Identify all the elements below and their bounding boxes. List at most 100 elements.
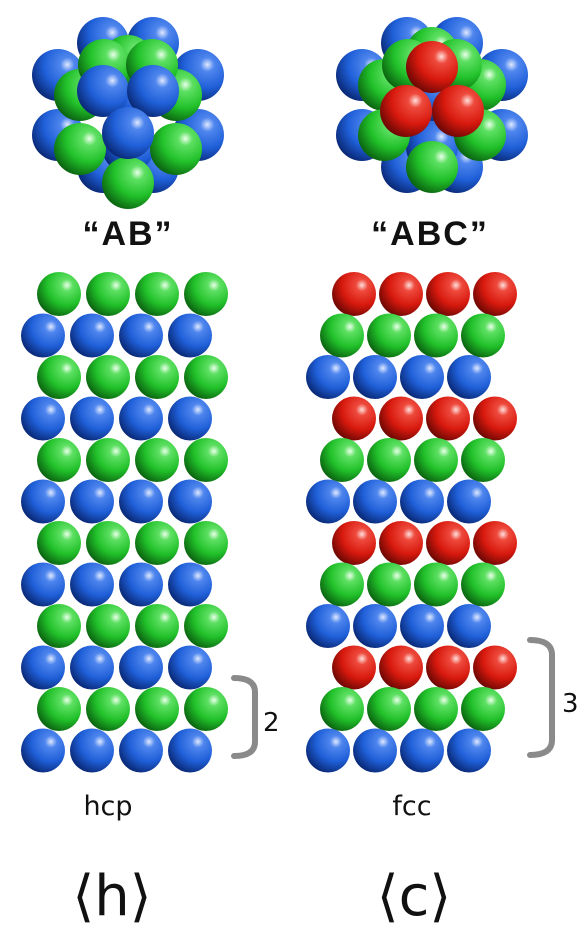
hcp-atom-blue xyxy=(168,729,212,773)
abc-atom-red xyxy=(432,85,484,137)
fcc-repeat-count: 3 xyxy=(562,689,579,719)
hcp-notation: ⟨h⟩ xyxy=(72,864,151,929)
fcc-atom-green xyxy=(414,314,458,358)
hcp-atom-blue xyxy=(168,563,212,607)
fcc-atom-red xyxy=(426,272,470,316)
abc-label: “ABC” xyxy=(371,215,489,253)
hcp-atom-green xyxy=(184,521,228,565)
fcc-atom-blue xyxy=(400,355,444,399)
hcp-atom-green xyxy=(86,687,130,731)
hcp-atom-green xyxy=(37,687,81,731)
hcp-label: hcp xyxy=(83,791,132,822)
fcc-atom-blue xyxy=(400,480,444,524)
hcp-atom-green xyxy=(184,687,228,731)
hcp-atom-blue xyxy=(168,646,212,690)
hcp-atom-blue xyxy=(21,729,65,773)
fcc-notation: ⟨c⟩ xyxy=(377,864,451,929)
hcp-atom-blue xyxy=(21,563,65,607)
fcc-atom-green xyxy=(414,563,458,607)
fcc-atom-red xyxy=(332,521,376,565)
hcp-atom-green xyxy=(37,604,81,648)
hcp-atom-green xyxy=(86,521,130,565)
ab-atom-green xyxy=(54,123,106,175)
fcc-atom-red xyxy=(473,521,517,565)
fcc-atom-red xyxy=(379,521,423,565)
hcp-atom-blue xyxy=(70,314,114,358)
hcp-atom-green xyxy=(184,272,228,316)
hcp-atom-blue xyxy=(21,480,65,524)
fcc-atom-green xyxy=(367,314,411,358)
hcp-atom-blue xyxy=(119,314,163,358)
fcc-atom-blue xyxy=(400,729,444,773)
ab-atom-green xyxy=(150,123,202,175)
hcp-atom-green xyxy=(184,438,228,482)
fcc-repeat-bracket xyxy=(530,640,552,755)
hcp-stack xyxy=(21,272,228,773)
hcp-atom-blue xyxy=(70,397,114,441)
hcp-atom-green xyxy=(86,355,130,399)
fcc-atom-green xyxy=(461,563,505,607)
hcp-repeat-count: 2 xyxy=(263,708,280,738)
hcp-atom-green xyxy=(86,438,130,482)
fcc-atom-blue xyxy=(353,729,397,773)
fcc-atom-blue xyxy=(447,480,491,524)
hcp-atom-green xyxy=(135,687,179,731)
fcc-atom-green xyxy=(461,687,505,731)
fcc-atom-blue xyxy=(447,729,491,773)
hcp-atom-blue xyxy=(119,729,163,773)
hcp-atom-green xyxy=(135,272,179,316)
hcp-atom-blue xyxy=(70,646,114,690)
hcp-atom-green xyxy=(135,355,179,399)
hcp-atom-green xyxy=(135,604,179,648)
fcc-atom-blue xyxy=(306,355,350,399)
fcc-atom-red xyxy=(426,646,470,690)
hcp-atom-blue xyxy=(119,563,163,607)
hcp-atom-green xyxy=(37,438,81,482)
abc-atom-red xyxy=(380,85,432,137)
fcc-atom-green xyxy=(367,687,411,731)
ab-atom-green xyxy=(102,157,154,209)
fcc-atom-red xyxy=(473,646,517,690)
fcc-atom-blue xyxy=(353,480,397,524)
fcc-atom-blue xyxy=(447,355,491,399)
fcc-atom-blue xyxy=(447,604,491,648)
fcc-atom-green xyxy=(367,438,411,482)
fcc-atom-green xyxy=(320,687,364,731)
fcc-atom-blue xyxy=(353,604,397,648)
hcp-atom-blue xyxy=(70,563,114,607)
fcc-label: fcc xyxy=(392,791,431,822)
ab-atom-blue xyxy=(102,107,154,159)
fcc-stack xyxy=(306,272,517,773)
fcc-atom-blue xyxy=(306,480,350,524)
fcc-atom-blue xyxy=(353,355,397,399)
fcc-atom-red xyxy=(473,397,517,441)
fcc-atom-red xyxy=(379,272,423,316)
fcc-atom-blue xyxy=(400,604,444,648)
fcc-atom-red xyxy=(332,272,376,316)
abc-atom-red xyxy=(406,41,458,93)
fcc-atom-blue xyxy=(306,604,350,648)
ab-label: “AB” xyxy=(82,215,173,253)
fcc-atom-green xyxy=(414,438,458,482)
hcp-atom-blue xyxy=(21,314,65,358)
fcc-atom-red xyxy=(426,521,470,565)
fcc-atom-blue xyxy=(306,729,350,773)
fcc-atom-green xyxy=(320,314,364,358)
hcp-atom-blue xyxy=(21,397,65,441)
hcp-atom-blue xyxy=(119,646,163,690)
fcc-atom-red xyxy=(473,272,517,316)
fcc-atom-red xyxy=(379,646,423,690)
fcc-atom-green xyxy=(414,687,458,731)
fcc-atom-red xyxy=(332,397,376,441)
fcc-atom-green xyxy=(461,438,505,482)
hcp-atom-blue xyxy=(21,646,65,690)
hcp-atom-blue xyxy=(119,480,163,524)
fcc-atom-green xyxy=(461,314,505,358)
hcp-atom-green xyxy=(37,355,81,399)
hcp-atom-green xyxy=(37,272,81,316)
hcp-atom-green xyxy=(135,521,179,565)
hcp-atom-blue xyxy=(168,397,212,441)
abc-cluster xyxy=(336,17,528,193)
fcc-atom-red xyxy=(426,397,470,441)
hcp-atom-green xyxy=(86,272,130,316)
